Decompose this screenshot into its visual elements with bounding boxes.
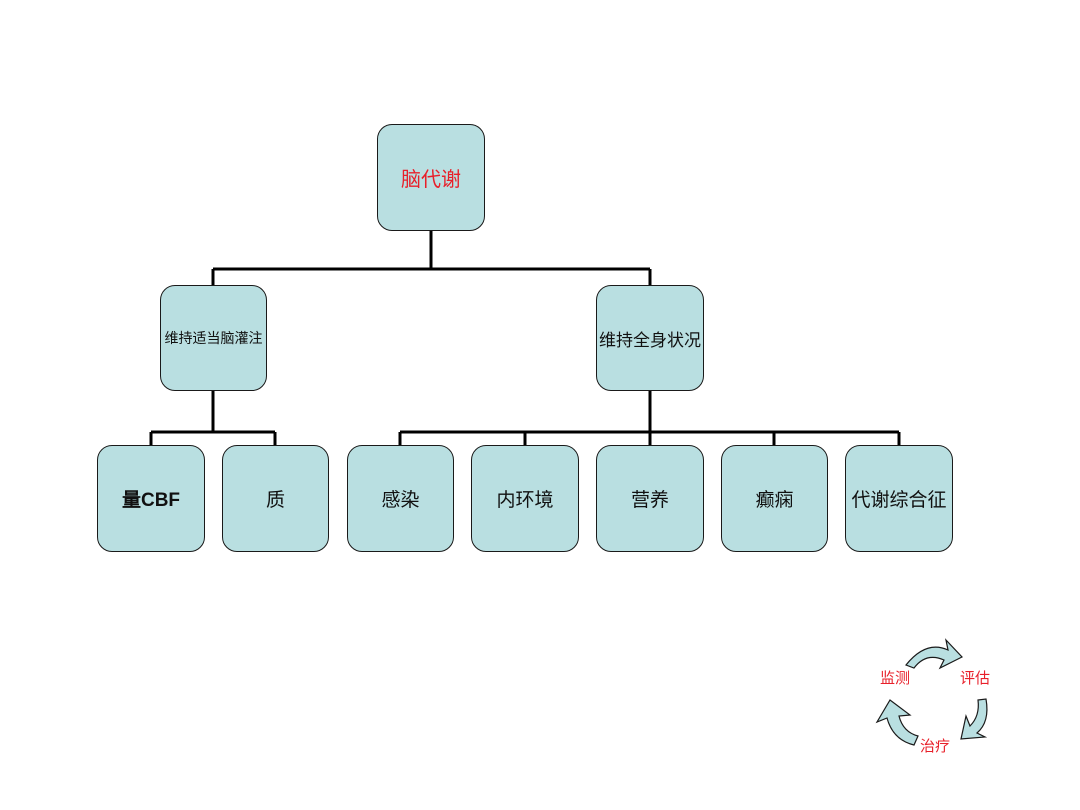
leaf-node-quality[interactable]: 质 bbox=[222, 445, 329, 552]
leaf-node-label: 质 bbox=[265, 489, 285, 511]
leaf-node-metabolic-syndrome[interactable]: 代谢综合征 bbox=[845, 445, 953, 552]
cycle-arrows bbox=[875, 638, 988, 746]
cycle-label-treat: 治疗 bbox=[920, 737, 951, 755]
branch-node-perfusion[interactable]: 维持适当脑灌注 bbox=[160, 285, 267, 391]
leaf-node-nutrition[interactable]: 营养 bbox=[596, 445, 704, 552]
cycle-arrow-right bbox=[960, 698, 988, 740]
leaf-node-label: 癫痫 bbox=[755, 489, 794, 511]
leaf-node-label: 量CBF bbox=[121, 490, 181, 511]
leaf-node-label: 营养 bbox=[630, 489, 669, 511]
branch-node-general[interactable]: 维持全身状况 bbox=[596, 285, 704, 391]
cycle-label-monitor: 监测 bbox=[880, 669, 911, 687]
leaf-node-epilepsy[interactable]: 癫痫 bbox=[721, 445, 828, 552]
cycle-label-assess: 评估 bbox=[960, 669, 991, 687]
cycle-arrow-top bbox=[905, 638, 963, 670]
leaf-node-label: 代谢综合征 bbox=[851, 489, 947, 511]
leaf-node-label: 内环境 bbox=[496, 489, 554, 511]
connector-lines bbox=[149, 230, 901, 445]
cycle-arrow-left bbox=[875, 699, 919, 746]
leaf-node-label: 感染 bbox=[381, 489, 420, 511]
branch-node-label: 维持适当脑灌注 bbox=[164, 331, 263, 347]
root-node-label: 脑代谢 bbox=[401, 167, 461, 191]
leaf-node-infection[interactable]: 感染 bbox=[347, 445, 454, 552]
root-node[interactable]: 脑代谢 bbox=[377, 124, 485, 231]
leaf-node-internal-environment[interactable]: 内环境 bbox=[471, 445, 579, 552]
leaf-node-cbf[interactable]: 量CBF bbox=[97, 445, 205, 552]
branch-node-label: 维持全身状况 bbox=[599, 330, 701, 351]
